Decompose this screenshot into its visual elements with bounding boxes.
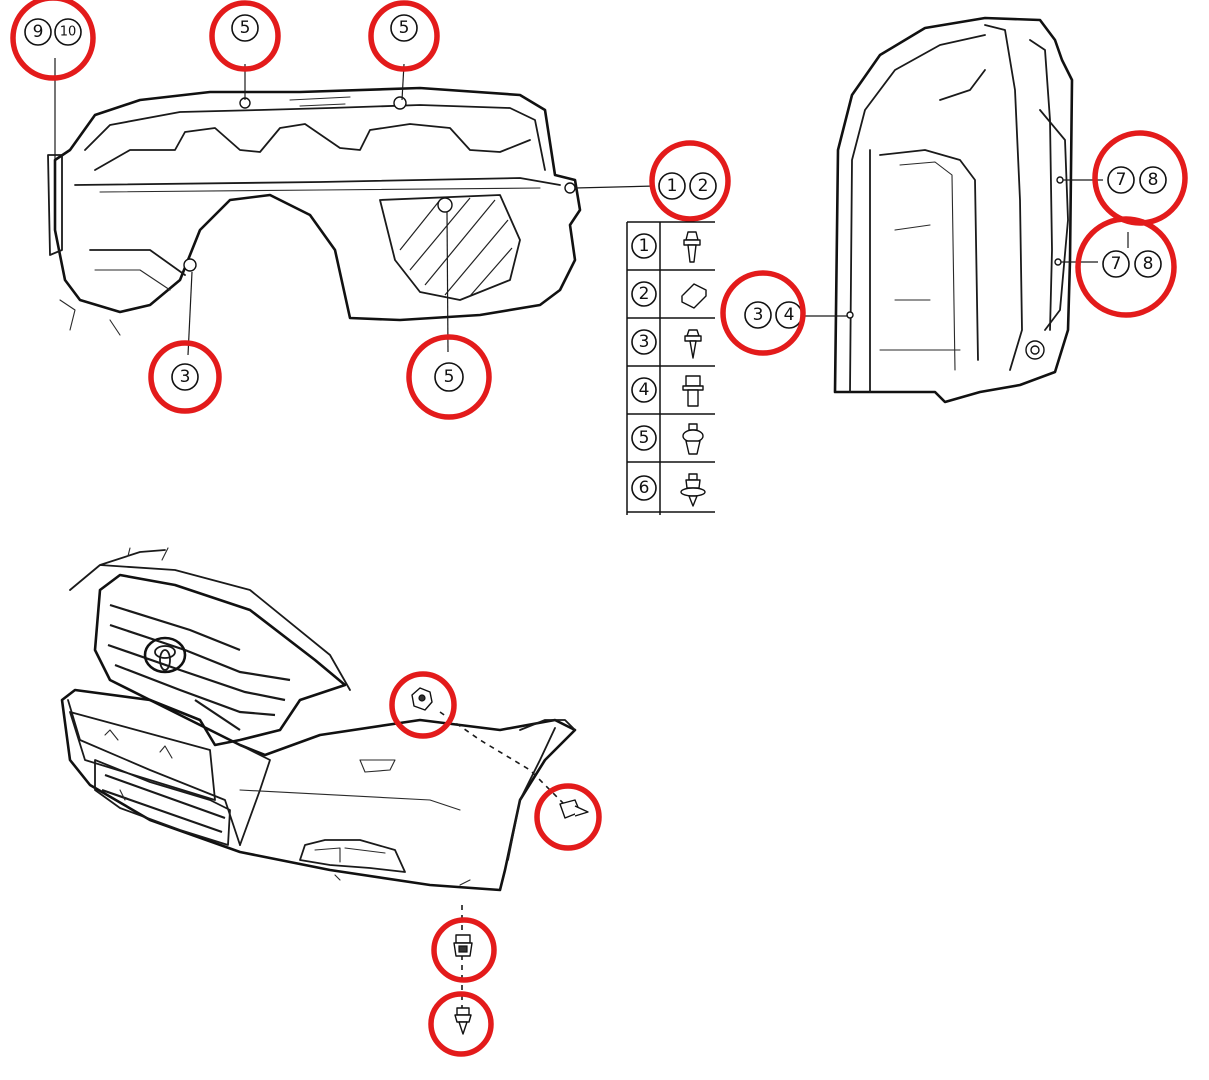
fastener-legend-table: 1 2 3 4 [626, 221, 715, 515]
nut-icon [453, 934, 473, 957]
washer-screw-icon [680, 473, 706, 507]
callout-3-label: 3 [180, 367, 191, 387]
legend-row-number: 5 [639, 428, 650, 448]
callout-9-10: 9 10 [10, 0, 96, 81]
screw-grommet-icon [683, 231, 701, 263]
legend-row-6: 6 [631, 473, 706, 507]
front-bumper-view [60, 547, 602, 1057]
callout-2-label: 2 [698, 176, 709, 196]
legend-row-number: 6 [639, 478, 650, 498]
grille-bars [107, 603, 291, 731]
push-clip-icon [682, 423, 704, 455]
callout-7-8-upper: 7 8 [1092, 130, 1188, 226]
highlight-ring [428, 991, 494, 1057]
callout-5-top-left: 5 [209, 0, 281, 72]
callout-8-label: 8 [1148, 170, 1159, 190]
highlight-ring [431, 917, 497, 983]
fender-liner-side-view [47, 58, 656, 356]
screw-icon [684, 329, 702, 359]
callout-3-label: 3 [753, 305, 764, 325]
callout-7-label: 7 [1116, 170, 1127, 190]
legend-row-5: 5 [631, 423, 704, 455]
highlight-ring [534, 783, 602, 851]
callout-8-label: 8 [1143, 254, 1154, 274]
callout-3-bottom: 3 [148, 340, 222, 414]
push-clip-icon [411, 687, 433, 711]
legend-row-number: 2 [639, 284, 650, 304]
callout-5-top-right: 5 [368, 0, 440, 72]
callout-5-label: 5 [240, 18, 251, 38]
callout-10-label: 10 [60, 25, 77, 40]
screw-icon [454, 1007, 472, 1035]
bolt-icon [682, 375, 704, 407]
screw-icon [559, 799, 589, 819]
callout-5-label: 5 [444, 367, 455, 387]
callout-9-label: 9 [33, 22, 44, 42]
legend-row-number: 3 [639, 332, 650, 352]
highlight-ring [389, 671, 457, 739]
callout-3-4: 3 4 [720, 270, 806, 356]
legend-row-4: 4 [631, 375, 704, 407]
callout-1-2: 1 2 [649, 140, 731, 222]
toyota-emblem-icon [143, 636, 187, 674]
legend-row-2: 2 [631, 281, 707, 309]
fender-liner-front-view [805, 16, 1129, 404]
callout-5-bottom: 5 [406, 334, 492, 420]
legend-row-1: 1 [631, 231, 701, 263]
callout-1-label: 1 [667, 176, 678, 196]
clip-nut-icon [681, 283, 707, 309]
hatched-area [399, 197, 513, 297]
legend-row-number: 1 [639, 236, 650, 256]
callout-7-8-lower: 7 8 [1075, 216, 1177, 318]
legend-row-number: 4 [639, 380, 650, 400]
callout-5-label: 5 [399, 18, 410, 38]
callout-4-label: 4 [784, 305, 795, 325]
legend-row-3: 3 [631, 329, 702, 359]
callout-7-label: 7 [1111, 254, 1122, 274]
